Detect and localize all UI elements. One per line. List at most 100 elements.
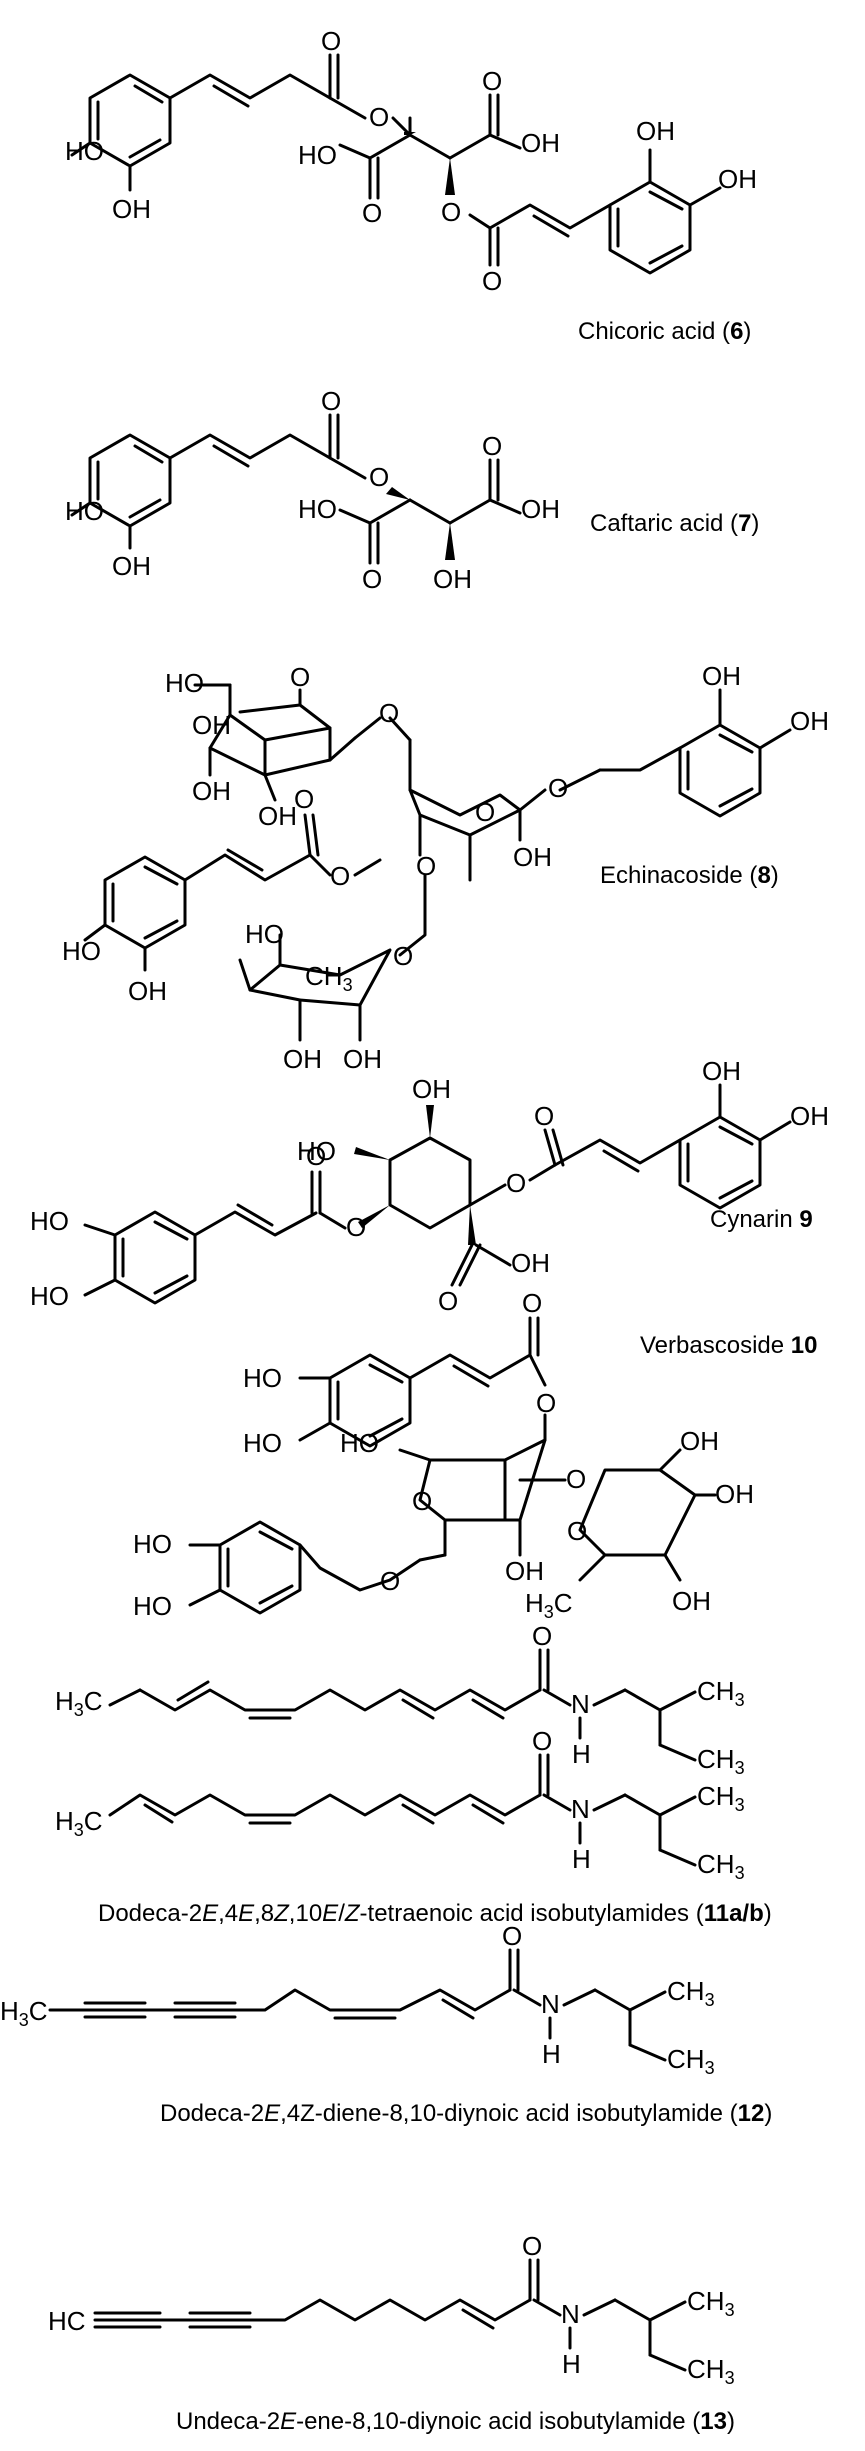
atom-oh: OH xyxy=(128,976,167,1006)
atom-o: O xyxy=(290,662,310,692)
atom-ho: HO xyxy=(298,494,337,524)
atom-ch3: CH3 xyxy=(697,1676,745,1710)
atom-oh: OH xyxy=(521,128,560,158)
atom-ho: HO xyxy=(30,1206,69,1236)
structure-12: H3C O N H CH3 CH3 xyxy=(0,1921,715,2078)
structure-caftaric-acid: HO OH O O HO O O OH OH xyxy=(65,386,560,594)
atom-ho: HO xyxy=(297,1136,336,1166)
atom-o: O xyxy=(534,1101,554,1131)
atom-ho: HO xyxy=(133,1591,172,1621)
atom-o: O xyxy=(522,1288,542,1318)
atom-o: O xyxy=(506,1168,526,1198)
atom-oh: OH xyxy=(702,1056,741,1086)
atom-oh: OH xyxy=(112,194,151,224)
atom-oh: OH xyxy=(636,116,675,146)
atom-oh: OH xyxy=(680,1426,719,1456)
atom-ho: HO xyxy=(65,136,104,166)
structure-verbascoside: HO HO O O HO O O OH OH O OH H3C O OH HO … xyxy=(133,1288,754,1622)
atom-h3c: H3C xyxy=(525,1588,573,1622)
atom-ho: HO xyxy=(243,1428,282,1458)
atom-o: O xyxy=(412,1486,432,1516)
atom-o: O xyxy=(369,102,389,132)
atom-oh: OH xyxy=(192,776,231,806)
atom-ch3: CH3 xyxy=(697,1744,745,1778)
atom-ch3: CH3 xyxy=(305,961,353,995)
atom-n: N xyxy=(571,1689,590,1719)
atom-oh: OH xyxy=(412,1074,451,1104)
atom-o: O xyxy=(536,1388,556,1418)
atom-oh: OH xyxy=(513,842,552,872)
structure-chicoric-acid: HO OH O O HO O O OH O O OH OH xyxy=(65,26,757,296)
atom-h: H xyxy=(572,1739,591,1769)
atom-o: O xyxy=(532,1621,552,1651)
atom-oh: OH xyxy=(112,551,151,581)
atom-n: N xyxy=(571,1794,590,1824)
atom-ho: HO xyxy=(340,1428,379,1458)
atom-ch3: CH3 xyxy=(687,2286,735,2320)
atom-o: O xyxy=(482,431,502,461)
atom-oh: OH xyxy=(511,1248,550,1278)
caption-verbascoside: Verbascoside 10 xyxy=(640,1332,818,1359)
structure-11a: H3C O N H CH3 CH3 xyxy=(55,1621,745,1778)
atom-ch3: CH3 xyxy=(687,2354,735,2388)
atom-oh: OH xyxy=(672,1586,711,1616)
atom-ho: HO xyxy=(165,668,204,698)
atom-o: O xyxy=(482,66,502,96)
atom-ho: HO xyxy=(133,1529,172,1559)
atom-o: O xyxy=(548,773,568,803)
atom-o: O xyxy=(393,941,413,971)
atom-o: O xyxy=(532,1726,552,1756)
atom-ho: HO xyxy=(30,1281,69,1311)
caption-cynarin: Cynarin 9 xyxy=(710,1206,813,1233)
atom-oh: OH xyxy=(343,1044,382,1074)
atom-ch3: CH3 xyxy=(667,1976,715,2010)
atom-o: O xyxy=(566,1464,586,1494)
structure-echinacoside: HO O O OH OH OH OH OH O O OH O O O O HO … xyxy=(62,661,829,1074)
atom-o: O xyxy=(369,462,389,492)
atom-o: O xyxy=(482,266,502,296)
atom-ch3: CH3 xyxy=(697,1781,745,1815)
caption-13: Undeca-2E-ene-8,10-diynoic acid isobutyl… xyxy=(176,2408,735,2435)
atom-o: O xyxy=(522,2231,542,2261)
atom-oh: OH xyxy=(718,164,757,194)
atom-h: H xyxy=(572,1844,591,1874)
atom-ho: HO xyxy=(298,140,337,170)
atom-ho: HO xyxy=(62,936,101,966)
atom-o: O xyxy=(441,197,461,227)
atom-o: O xyxy=(346,1212,366,1242)
atom-o: O xyxy=(416,851,436,881)
atom-n: N xyxy=(561,2299,580,2329)
structure-13: HC O N H CH3 CH3 xyxy=(48,2231,735,2388)
atom-o: O xyxy=(475,797,495,827)
atom-ho: HO xyxy=(65,496,104,526)
atom-o: O xyxy=(321,26,341,56)
atom-o: O xyxy=(330,861,350,891)
atom-o: O xyxy=(380,1566,400,1596)
caption-12: Dodeca-2E,4Z-diene-8,10-diynoic acid iso… xyxy=(160,2100,773,2127)
atom-o: O xyxy=(294,784,314,814)
atom-h3c: H3C xyxy=(55,1806,103,1840)
atom-o: O xyxy=(379,698,399,728)
atom-o: O xyxy=(502,1921,522,1951)
atom-o: O xyxy=(438,1286,458,1316)
structure-cynarin: OH HO O O O O O OH OH OH HO HO xyxy=(30,1056,829,1316)
atom-ho: HO xyxy=(245,919,284,949)
caption-caftaric-acid: Caftaric acid (7) xyxy=(590,510,760,537)
atom-hc: HC xyxy=(48,2306,86,2336)
atom-h3c: H3C xyxy=(55,1686,103,1720)
atom-oh: OH xyxy=(283,1044,322,1074)
atom-oh: OH xyxy=(790,1101,829,1131)
atom-o: O xyxy=(306,1141,326,1171)
atom-ch3: CH3 xyxy=(667,2044,715,2078)
atom-o: O xyxy=(321,386,341,416)
caption-11ab: Dodeca-2E,4E,8Z,10E/Z-tetraenoic acid is… xyxy=(98,1900,772,1927)
caption-chicoric-acid: Chicoric acid (6) xyxy=(578,318,752,345)
atom-n: N xyxy=(541,1989,560,2019)
atom-o: O xyxy=(567,1516,587,1546)
atom-oh: OH xyxy=(715,1479,754,1509)
atom-oh: OH xyxy=(258,801,297,831)
atom-h: H xyxy=(562,2349,581,2379)
atom-oh: OH xyxy=(521,494,560,524)
atom-oh: OH xyxy=(505,1556,544,1586)
